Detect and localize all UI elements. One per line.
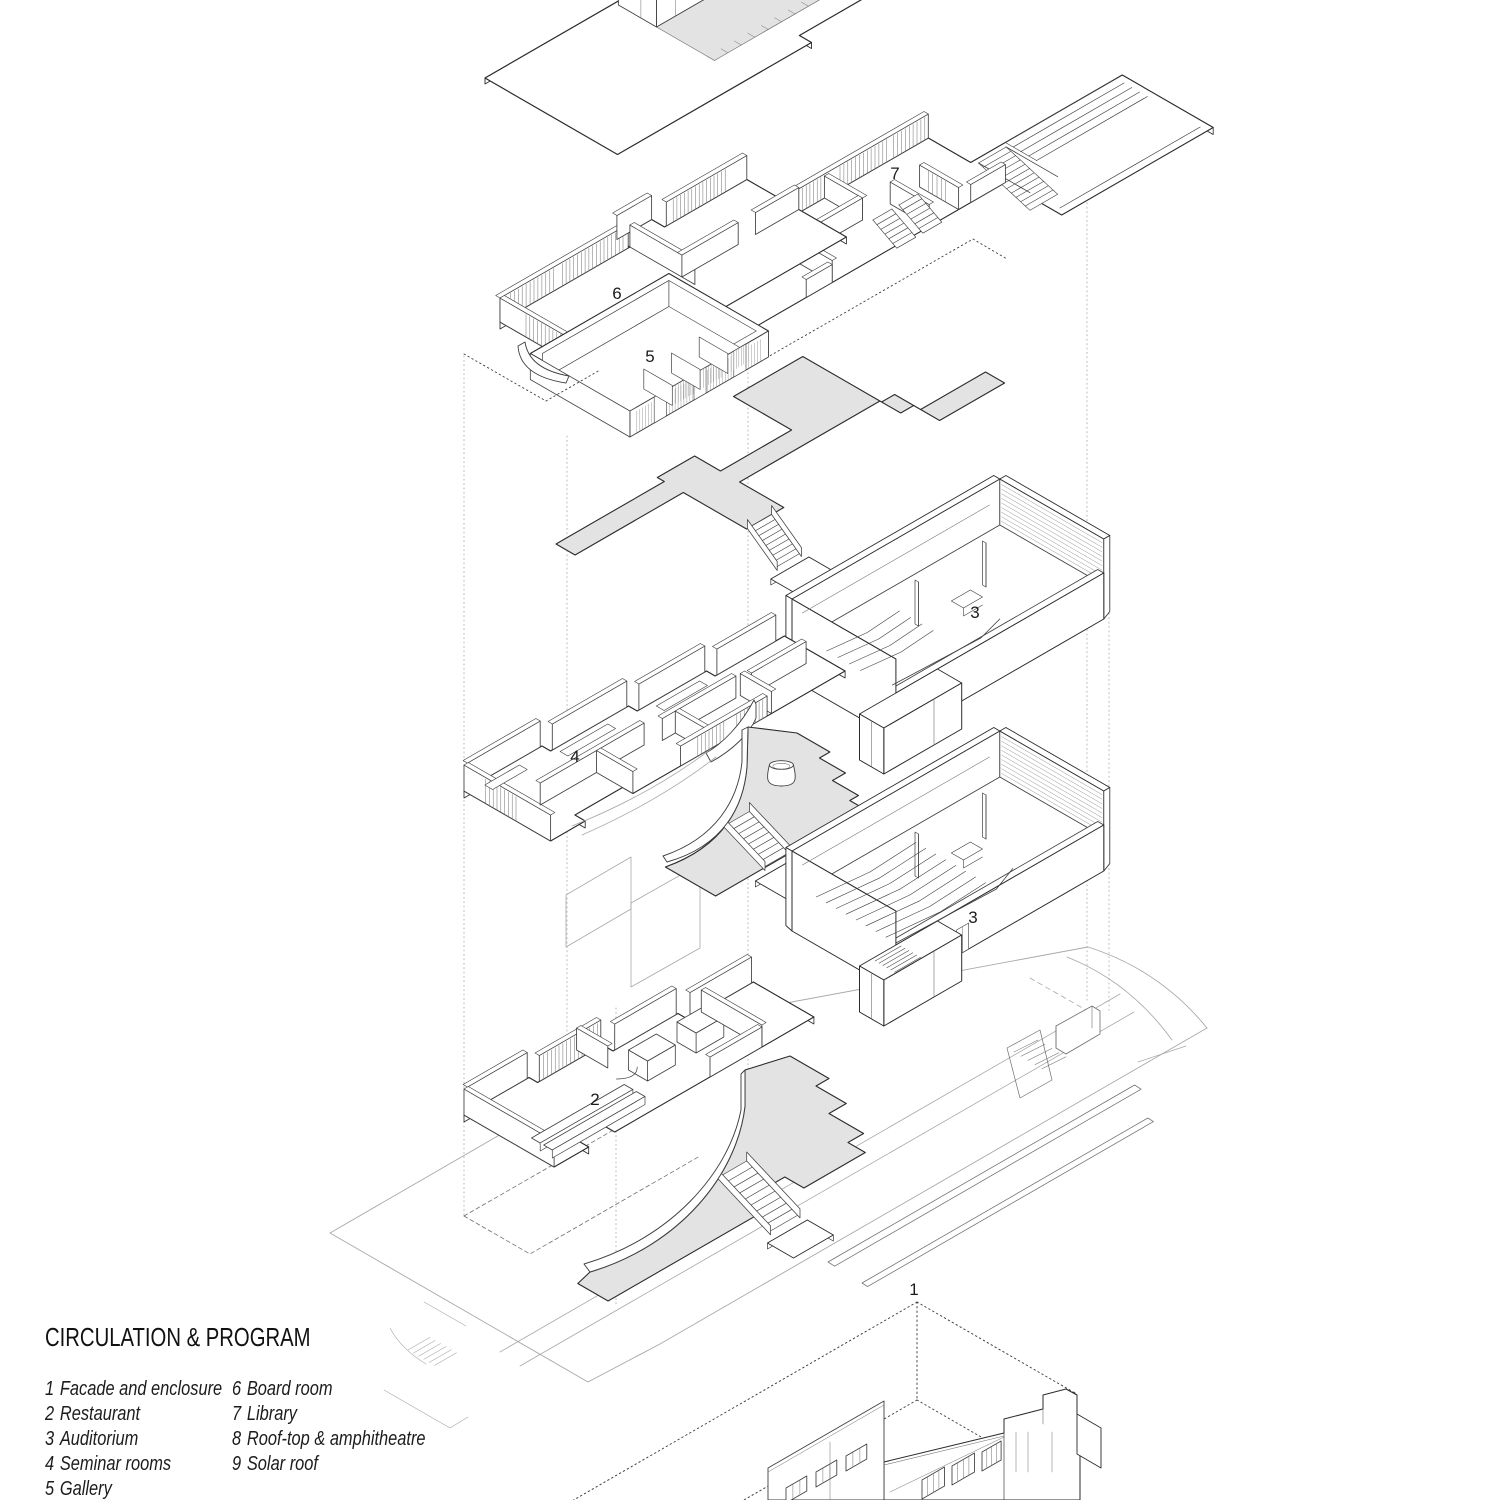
- marker-gallery: 5: [645, 347, 654, 366]
- legend-item-number: 5: [45, 1478, 55, 1500]
- legend-item-number: 7: [232, 1403, 242, 1425]
- marker-library: 7: [890, 164, 899, 183]
- facade-enclosure: [572, 1301, 1102, 1500]
- legend-item-number: 2: [45, 1403, 55, 1425]
- legend-item-label: Library: [246, 1403, 297, 1425]
- legend-item-label: Restaurant: [59, 1403, 141, 1425]
- legend-item-label: Seminar rooms: [59, 1453, 172, 1475]
- auditorium-box-upper: [785, 475, 1111, 775]
- legend-item-number: 8: [232, 1428, 242, 1450]
- marker-auditorium-upper: 3: [970, 603, 979, 622]
- legend-item-label: Gallery: [59, 1478, 112, 1500]
- ground-floor-site: [329, 946, 1208, 1429]
- legend-item-label: Board room: [246, 1378, 333, 1400]
- legend-item-number: 6: [232, 1378, 242, 1400]
- legend-item-label: Roof-top & amphitheatre: [246, 1428, 426, 1450]
- legend-item-label: Facade and enclosure: [59, 1378, 223, 1400]
- restaurant-plate: [462, 954, 815, 1168]
- board-room-gallery-plate: [463, 152, 847, 438]
- solar-roof-plate: [484, 0, 863, 156]
- marker-restaurant: 2: [590, 1090, 599, 1109]
- legend-item-label: Auditorium: [59, 1428, 139, 1450]
- seminar-rooms-plate: [462, 612, 846, 988]
- auditorium-box-lower: [785, 727, 1111, 1027]
- marker-seminar-rooms: 4: [570, 747, 579, 766]
- legend-item-number: 4: [45, 1453, 55, 1475]
- legend-item-number: 3: [45, 1428, 55, 1450]
- legend-item-number: 1: [45, 1378, 55, 1400]
- legend-item-number: 9: [232, 1453, 242, 1475]
- marker-board-room: 6: [612, 284, 621, 303]
- marker-facade: 1: [909, 1280, 918, 1299]
- legend-title: CIRCULATION & PROGRAM: [45, 1322, 311, 1352]
- marker-auditorium-lower: 3: [968, 908, 977, 927]
- legend-item-label: Solar roof: [246, 1453, 318, 1475]
